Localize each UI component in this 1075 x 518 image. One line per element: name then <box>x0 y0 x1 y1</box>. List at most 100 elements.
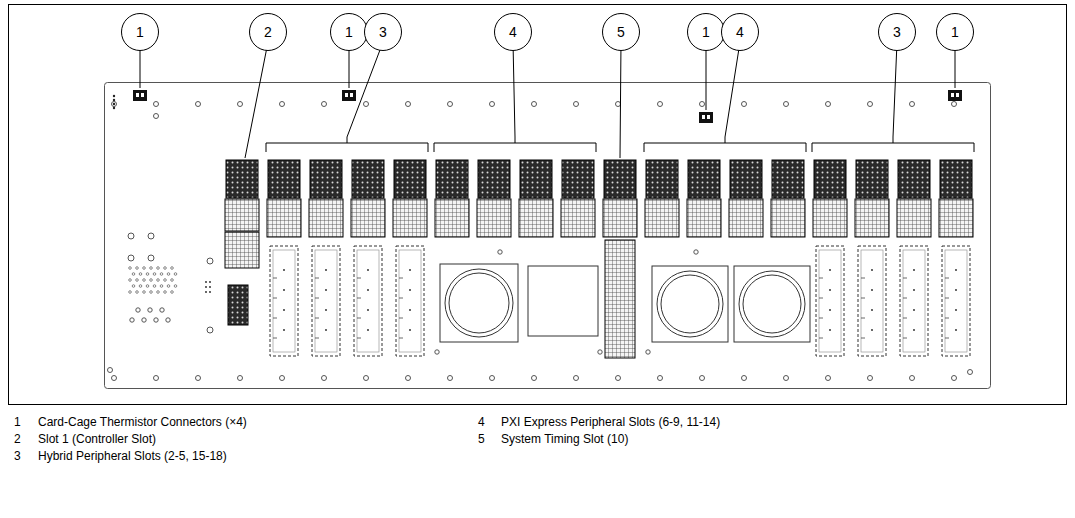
callout-circle: 4 <box>494 13 532 51</box>
slot-connectors <box>561 160 595 237</box>
drawing-circle <box>128 233 134 239</box>
drawing-circle <box>205 281 207 283</box>
drawing-circle <box>913 269 915 271</box>
slot-connectors <box>393 160 427 356</box>
backplane-drawing <box>9 5 1067 405</box>
drawing-circle <box>283 309 285 311</box>
drawing-circle <box>238 102 243 107</box>
drawing-circle <box>325 309 327 311</box>
callout-circle: 4 <box>721 13 759 51</box>
callout-number: 1 <box>936 24 974 40</box>
drawing-circle <box>868 102 873 107</box>
drawing-circle <box>143 267 146 270</box>
drawing-rect <box>940 160 972 198</box>
drawing-rect <box>813 199 847 237</box>
drawing-circle <box>490 102 495 107</box>
thermistor-connector <box>948 90 962 101</box>
leader-line <box>245 42 268 158</box>
drawing-circle <box>171 291 174 294</box>
drawing-circle <box>171 279 174 282</box>
drawing-circle <box>174 285 177 288</box>
drawing-circle <box>142 318 146 322</box>
drawing-circle <box>207 327 213 333</box>
drawing-line <box>315 278 319 279</box>
drawing-rect <box>9 5 1067 405</box>
drawing-rect <box>394 160 426 198</box>
drawing-circle <box>146 273 149 276</box>
group-bracket <box>434 137 596 152</box>
drawing-line <box>273 318 277 319</box>
drawing-circle <box>283 269 285 271</box>
drawing-circle <box>574 376 579 381</box>
drawing-circle <box>205 291 207 293</box>
drawing-rect <box>945 250 967 352</box>
drawing-circle <box>871 329 873 331</box>
drawing-circle <box>325 269 327 271</box>
drawing-circle <box>167 273 170 276</box>
callout-circle: 1 <box>687 13 725 51</box>
drawing-line <box>819 318 823 319</box>
drawing-circle <box>742 102 747 107</box>
drawing-rect <box>396 246 424 356</box>
drawing-rect <box>309 199 343 237</box>
drawing-circle <box>409 289 411 291</box>
drawing-line <box>357 338 361 339</box>
drawing-circle <box>598 350 602 354</box>
drawing-circle <box>129 267 132 270</box>
drawing-rect <box>268 160 300 198</box>
drawing-circle <box>154 102 159 107</box>
drawing-line <box>273 278 277 279</box>
drawing-circle <box>196 376 201 381</box>
drawing-circle <box>448 376 453 381</box>
key-number: 3 <box>14 448 21 464</box>
drawing-circle <box>955 269 957 271</box>
drawing-rect <box>352 160 384 198</box>
callout-number: 3 <box>364 24 402 40</box>
drawing-circle <box>148 255 154 261</box>
drawing-rect <box>861 250 883 352</box>
drawing-line <box>861 318 865 319</box>
callout-number: 1 <box>121 24 159 40</box>
drawing-circle <box>694 250 698 254</box>
drawing-line <box>273 338 277 339</box>
drawing-rect <box>393 199 427 237</box>
drawing-circle <box>150 291 153 294</box>
drawing-circle <box>160 308 164 312</box>
drawing-circle <box>449 273 509 333</box>
drawing-circle <box>490 376 495 381</box>
drawing-circle <box>406 376 411 381</box>
drawing-circle <box>157 267 160 270</box>
drawing-rect <box>350 93 353 97</box>
drawing-rect <box>645 199 679 237</box>
drawing-circle <box>143 291 146 294</box>
drawing-rect <box>707 115 710 119</box>
drawing-circle <box>409 309 411 311</box>
drawing-circle <box>166 318 170 322</box>
drawing-circle <box>829 329 831 331</box>
drawing-rect <box>900 246 928 356</box>
drawing-rect <box>435 199 469 237</box>
leader-line <box>620 42 621 158</box>
thermistor-connector <box>699 112 713 123</box>
slot-connectors <box>645 160 679 237</box>
drawing-circle <box>657 271 723 337</box>
drawing-circle <box>913 309 915 311</box>
slot-connectors <box>687 160 721 237</box>
leader-line <box>513 42 515 137</box>
drawing-circle <box>154 376 159 381</box>
drawing-circle <box>784 102 789 107</box>
drawing-circle <box>574 102 579 107</box>
drawing-rect <box>939 199 973 237</box>
drawing-rect <box>226 160 258 198</box>
drawing-rect <box>351 199 385 237</box>
drawing-line <box>945 298 949 299</box>
drawing-rect <box>646 160 678 198</box>
drawing-line <box>399 278 403 279</box>
leader-line <box>893 42 897 137</box>
callout-number: 5 <box>602 24 640 40</box>
drawing-circle <box>143 279 146 282</box>
drawing-line <box>315 298 319 299</box>
drawing-circle <box>829 289 831 291</box>
drawing-rect <box>855 199 889 237</box>
drawing-rect <box>270 246 298 356</box>
